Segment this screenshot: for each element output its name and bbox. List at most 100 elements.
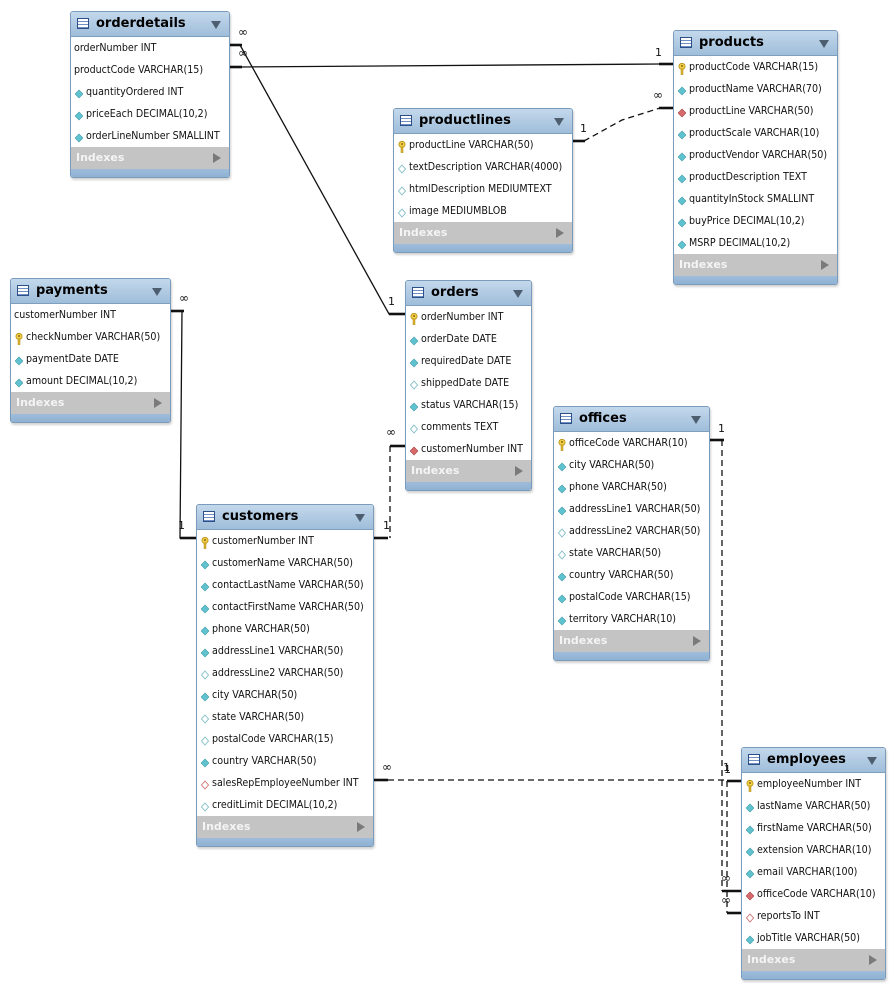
column-row[interactable]: productCode VARCHAR(15) <box>674 56 837 78</box>
column-row[interactable]: productLine VARCHAR(50) <box>674 100 837 122</box>
column-row[interactable]: addressLine1 VARCHAR(50) <box>554 498 709 520</box>
column-row[interactable]: textDescription VARCHAR(4000) <box>394 156 572 178</box>
dropdown-arrow-icon[interactable] <box>867 757 877 765</box>
indexes-section[interactable]: Indexes <box>742 949 885 971</box>
column-row[interactable]: buyPrice DECIMAL(10,2) <box>674 210 837 232</box>
column-row[interactable]: orderNumber INT <box>71 37 229 59</box>
column-row[interactable]: addressLine1 VARCHAR(50) <box>197 640 373 662</box>
column-row[interactable]: quantityOrdered INT <box>71 81 229 103</box>
expand-arrow-icon[interactable] <box>869 955 877 965</box>
expand-arrow-icon[interactable] <box>693 636 701 646</box>
indexes-section[interactable]: Indexes <box>394 222 572 244</box>
table-header[interactable]: offices <box>554 407 709 432</box>
column-row[interactable]: firstName VARCHAR(50) <box>742 817 885 839</box>
table-header[interactable]: employees <box>742 748 885 773</box>
column-row[interactable]: reportsTo INT <box>742 905 885 927</box>
column-row[interactable]: officeCode VARCHAR(10) <box>554 432 709 454</box>
column-row[interactable]: comments TEXT <box>406 416 531 438</box>
column-row[interactable]: shippedDate DATE <box>406 372 531 394</box>
dropdown-arrow-icon[interactable] <box>152 288 162 296</box>
dropdown-arrow-icon[interactable] <box>355 514 365 522</box>
indexes-section[interactable]: Indexes <box>71 147 229 169</box>
column-row[interactable]: phone VARCHAR(50) <box>197 618 373 640</box>
column-label: lastName VARCHAR(50) <box>757 800 871 812</box>
indexes-section[interactable]: Indexes <box>674 254 837 276</box>
column-row[interactable]: paymentDate DATE <box>11 348 170 370</box>
indexes-section[interactable]: Indexes <box>554 630 709 652</box>
column-row[interactable]: status VARCHAR(15) <box>406 394 531 416</box>
dropdown-arrow-icon[interactable] <box>691 416 701 424</box>
column-row[interactable]: phone VARCHAR(50) <box>554 476 709 498</box>
column-row[interactable]: email VARCHAR(100) <box>742 861 885 883</box>
column-row[interactable]: state VARCHAR(50) <box>554 542 709 564</box>
column-row[interactable]: productScale VARCHAR(10) <box>674 122 837 144</box>
column-row[interactable]: extension VARCHAR(10) <box>742 839 885 861</box>
dropdown-arrow-icon[interactable] <box>211 21 221 29</box>
column-row[interactable]: productDescription TEXT <box>674 166 837 188</box>
column-row[interactable]: requiredDate DATE <box>406 350 531 372</box>
column-row[interactable]: checkNumber VARCHAR(50) <box>11 326 170 348</box>
column-row[interactable]: addressLine2 VARCHAR(50) <box>554 520 709 542</box>
column-row[interactable]: officeCode VARCHAR(10) <box>742 883 885 905</box>
column-row[interactable]: salesRepEmployeeNumber INT <box>197 772 373 794</box>
expand-arrow-icon[interactable] <box>154 398 162 408</box>
table-header[interactable]: products <box>674 31 837 56</box>
column-row[interactable]: quantityInStock SMALLINT <box>674 188 837 210</box>
column-row[interactable]: city VARCHAR(50) <box>197 684 373 706</box>
indexes-section[interactable]: Indexes <box>11 392 170 414</box>
column-row[interactable]: territory VARCHAR(10) <box>554 608 709 630</box>
table-header[interactable]: payments <box>11 279 170 304</box>
column-row[interactable]: state VARCHAR(50) <box>197 706 373 728</box>
column-row[interactable]: creditLimit DECIMAL(10,2) <box>197 794 373 816</box>
column-row[interactable]: lastName VARCHAR(50) <box>742 795 885 817</box>
column-row[interactable]: country VARCHAR(50) <box>554 564 709 586</box>
column-row[interactable]: image MEDIUMBLOB <box>394 200 572 222</box>
column-row[interactable]: productCode VARCHAR(15) <box>71 59 229 81</box>
column-row[interactable]: productName VARCHAR(70) <box>674 78 837 100</box>
table-header[interactable]: orders <box>406 281 531 306</box>
column-row[interactable]: priceEach DECIMAL(10,2) <box>71 103 229 125</box>
column-row[interactable]: customerNumber INT <box>197 530 373 552</box>
expand-arrow-icon[interactable] <box>357 822 365 832</box>
expand-arrow-icon[interactable] <box>515 466 523 476</box>
column-row[interactable]: city VARCHAR(50) <box>554 454 709 476</box>
column-row[interactable]: customerNumber INT <box>406 438 531 460</box>
expand-arrow-icon[interactable] <box>821 260 829 270</box>
column-row[interactable]: orderNumber INT <box>406 306 531 328</box>
column-row[interactable]: country VARCHAR(50) <box>197 750 373 772</box>
column-row[interactable]: orderLineNumber SMALLINT <box>71 125 229 147</box>
table-header[interactable]: productlines <box>394 109 572 134</box>
expand-arrow-icon[interactable] <box>213 153 221 163</box>
column-row[interactable]: contactLastName VARCHAR(50) <box>197 574 373 596</box>
dropdown-arrow-icon[interactable] <box>554 118 564 126</box>
column-row[interactable]: orderDate DATE <box>406 328 531 350</box>
column-row[interactable]: postalCode VARCHAR(15) <box>554 586 709 608</box>
column-row[interactable]: htmlDescription MEDIUMTEXT <box>394 178 572 200</box>
column-row[interactable]: jobTitle VARCHAR(50) <box>742 927 885 949</box>
dropdown-arrow-icon[interactable] <box>513 290 523 298</box>
column-row[interactable]: customerNumber INT <box>11 304 170 326</box>
dropdown-arrow-icon[interactable] <box>819 40 829 48</box>
table-header[interactable]: orderdetails <box>71 12 229 37</box>
indexes-section[interactable]: Indexes <box>406 460 531 482</box>
indexes-section[interactable]: Indexes <box>197 816 373 838</box>
column-row[interactable]: MSRP DECIMAL(10,2) <box>674 232 837 254</box>
column-row[interactable]: customerName VARCHAR(50) <box>197 552 373 574</box>
table-header[interactable]: customers <box>197 505 373 530</box>
expand-arrow-icon[interactable] <box>556 228 564 238</box>
column-row[interactable]: employeeNumber INT <box>742 773 885 795</box>
column-row[interactable]: productLine VARCHAR(50) <box>394 134 572 156</box>
column-row[interactable]: productVendor VARCHAR(50) <box>674 144 837 166</box>
column-row[interactable]: contactFirstName VARCHAR(50) <box>197 596 373 618</box>
column-row[interactable]: amount DECIMAL(10,2) <box>11 370 170 392</box>
column-row[interactable]: addressLine2 VARCHAR(50) <box>197 662 373 684</box>
column-row[interactable]: postalCode VARCHAR(15) <box>197 728 373 750</box>
